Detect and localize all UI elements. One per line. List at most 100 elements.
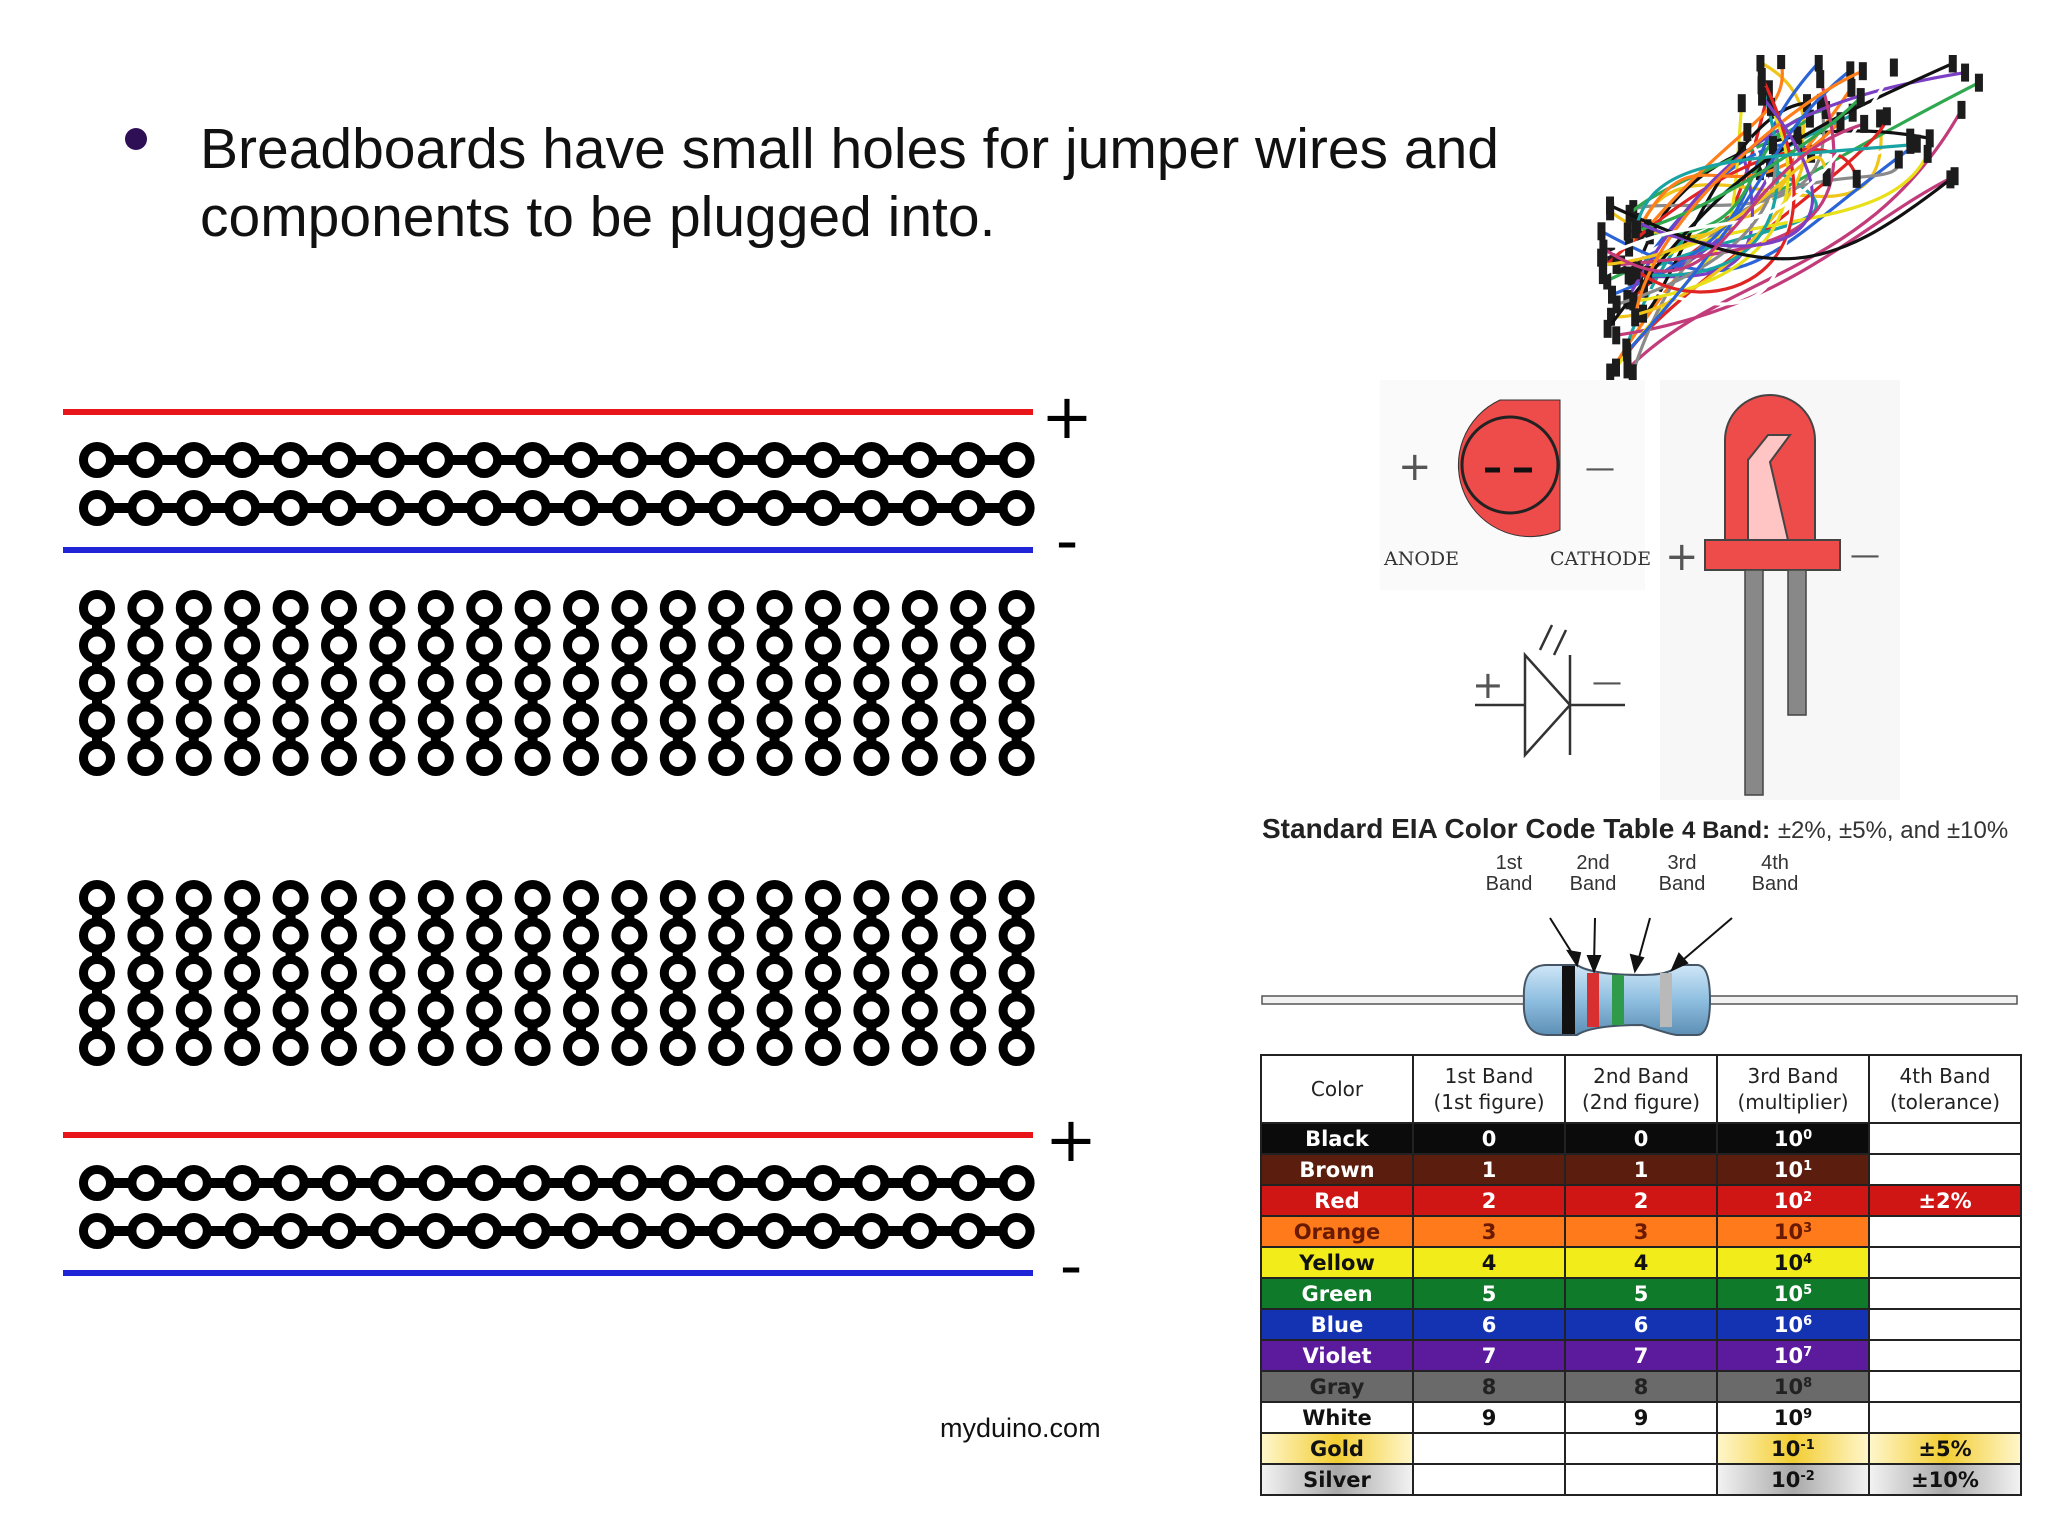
- first-band-value: [1412, 1463, 1566, 1496]
- breadboard-hole: [901, 1165, 938, 1201]
- breadboard-hole: [127, 490, 164, 526]
- breadboard-hole: [708, 917, 745, 954]
- wire-connector: [1629, 292, 1638, 311]
- multiplier-exponent: -1: [1800, 1437, 1815, 1453]
- jumper-wires-image: [1597, 55, 1983, 380]
- breadboard-hole: [853, 740, 890, 776]
- wire-connector: [1894, 150, 1903, 169]
- breadboard-hole: [369, 627, 406, 664]
- wire-connector: [1628, 364, 1637, 380]
- breadboard-hole: [224, 702, 261, 739]
- breadboard-hole: [563, 740, 599, 776]
- wire-connector: [1756, 55, 1765, 72]
- breadboard-hole: [175, 665, 212, 701]
- jumper-wire: [1602, 122, 1865, 273]
- multiplier-exponent: 7: [1803, 1344, 1813, 1360]
- first-band-value: 8: [1412, 1370, 1566, 1403]
- first-band-value: 6: [1412, 1308, 1566, 1341]
- breadboard-hole: [272, 740, 309, 776]
- breadboard-hole: [79, 1030, 115, 1066]
- breadboard-holes: [79, 442, 1035, 1249]
- breadboard-hole: [563, 1213, 599, 1249]
- wire-connector: [1912, 134, 1921, 153]
- breadboard-hole: [756, 1213, 793, 1249]
- breadboard-hole: [950, 880, 987, 916]
- breadboard-hole: [659, 1030, 696, 1066]
- second-band-value: 1: [1564, 1153, 1718, 1186]
- tolerance-value: [1868, 1246, 2022, 1279]
- breadboard-hole: [224, 1030, 261, 1066]
- wire-connector: [1606, 196, 1615, 215]
- led-side-minus: —: [1850, 538, 1880, 573]
- color-name: Black: [1260, 1122, 1414, 1155]
- wire-connector: [1607, 307, 1616, 326]
- breadboard-hole: [466, 590, 503, 626]
- breadboard-hole: [514, 955, 551, 991]
- breadboard-hole: [321, 442, 357, 478]
- breadboard-hole: [466, 955, 503, 991]
- breadboard-hole: [272, 1165, 309, 1201]
- breadboard-hole: [175, 490, 212, 526]
- breadboard-hole: [998, 740, 1035, 776]
- cathode-label: CATHODE: [1550, 548, 1651, 570]
- multiplier-exponent: 1: [1803, 1158, 1813, 1174]
- breadboard-hole: [79, 665, 115, 701]
- second-band-value: 2: [1564, 1184, 1718, 1217]
- eia-band-count: 4 Band:: [1682, 817, 1771, 844]
- breadboard-hole: [272, 880, 309, 916]
- breadboard-hole: [369, 590, 406, 626]
- breadboard-hole: [901, 1030, 938, 1066]
- multiplier-value: 105: [1716, 1277, 1870, 1310]
- color-name: Orange: [1260, 1215, 1414, 1248]
- multiplier-base: 10: [1773, 1219, 1804, 1244]
- multiplier-base: 10: [1773, 1312, 1804, 1337]
- breadboard-hole: [224, 590, 261, 626]
- breadboard-hole: [127, 740, 164, 776]
- first-band-value: 3: [1412, 1215, 1566, 1248]
- breadboard-hole: [756, 1030, 793, 1066]
- breadboard-hole: [611, 992, 648, 1029]
- breadboard-hole: [756, 740, 793, 776]
- led-diagram: + — ANODE CATHODE + — + —: [1380, 380, 1900, 800]
- jumper-wire: [1615, 174, 1956, 337]
- breadboard-hole: [79, 955, 115, 991]
- wire-connector: [1856, 88, 1865, 107]
- header-1st-band: 1st Band(1st figure): [1412, 1054, 1566, 1124]
- breadboard-hole: [563, 590, 599, 626]
- breadboard-hole: [272, 490, 309, 526]
- multiplier-exponent: 5: [1803, 1282, 1813, 1298]
- breadboard-hole: [321, 590, 357, 626]
- breadboard-hole: [272, 442, 309, 478]
- breadboard-hole: [79, 992, 115, 1029]
- second-band-value: 4: [1564, 1246, 1718, 1279]
- breadboard-hole: [175, 1165, 212, 1201]
- breadboard-hole: [321, 740, 357, 776]
- breadboard-hole: [417, 992, 454, 1029]
- wire-connector: [1627, 267, 1636, 286]
- wire-connector: [1846, 61, 1855, 80]
- breadboard-hole: [175, 917, 212, 954]
- breadboard-hole: [998, 702, 1035, 739]
- breadboard-hole: [321, 1213, 357, 1249]
- breadboard-hole: [756, 702, 793, 739]
- first-band-value: [1412, 1432, 1566, 1465]
- breadboard-hole: [175, 627, 212, 664]
- breadboard-hole: [514, 1030, 551, 1066]
- multiplier-value: 109: [1716, 1401, 1870, 1434]
- breadboard-hole: [611, 490, 648, 526]
- breadboard-hole: [756, 590, 793, 626]
- multiplier-base: 10: [1773, 1374, 1804, 1399]
- breadboard-hole: [611, 590, 648, 626]
- breadboard-hole: [563, 627, 599, 664]
- breadboard-hole: [805, 1165, 841, 1201]
- multiplier-exponent: 2: [1803, 1189, 1813, 1205]
- tolerance-value: [1868, 1401, 2022, 1434]
- breadboard-hole: [321, 1165, 357, 1201]
- breadboard-hole: [611, 955, 648, 991]
- wire-connector: [1950, 167, 1959, 186]
- breadboard-hole: [950, 490, 987, 526]
- breadboard-hole: [175, 740, 212, 776]
